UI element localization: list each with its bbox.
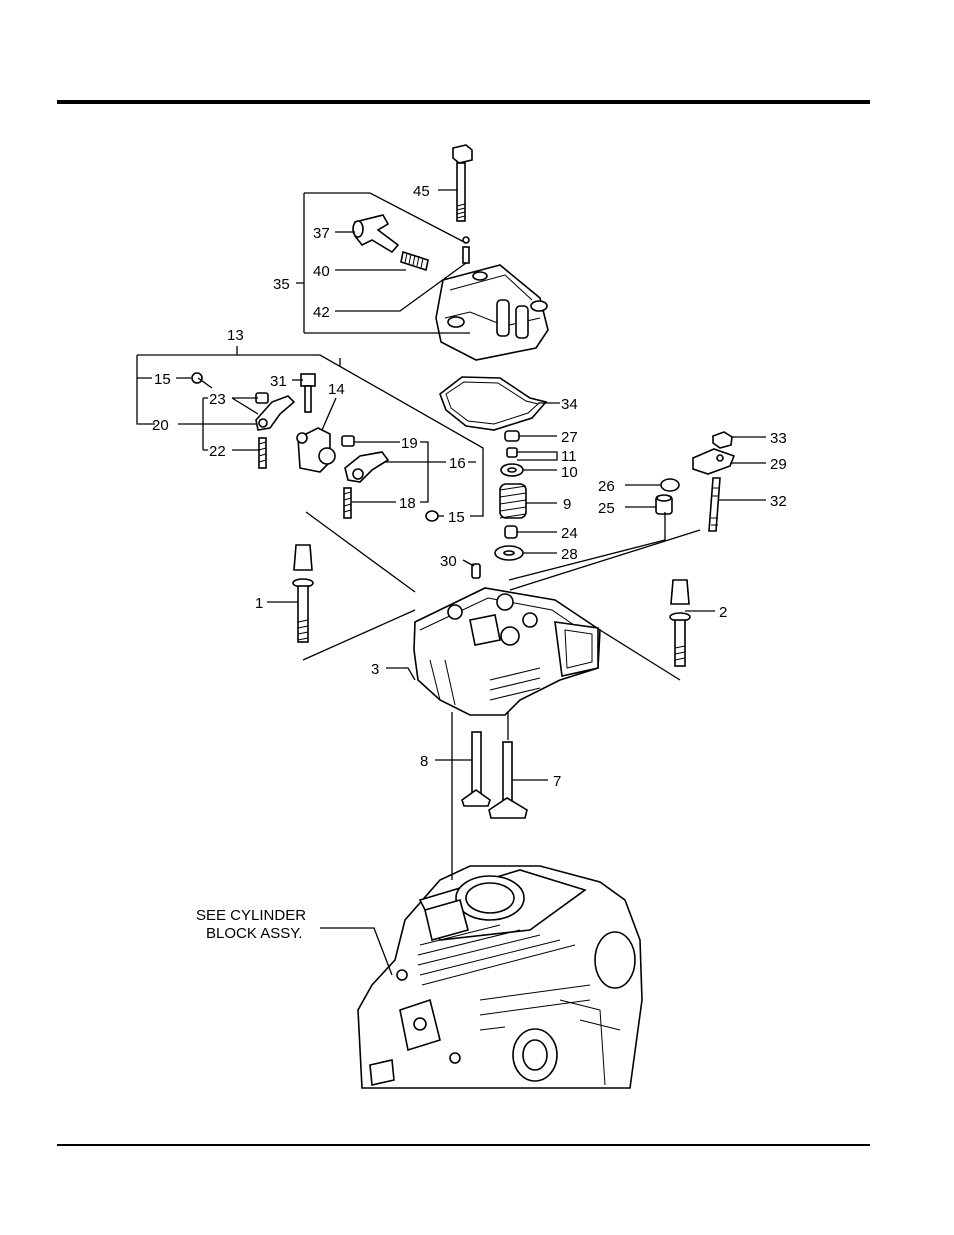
callout-3: 3 — [371, 661, 379, 678]
callout-14: 14 — [328, 381, 345, 398]
part-32-stud — [709, 478, 720, 531]
callout-35: 35 — [273, 276, 290, 293]
callout-32: 32 — [770, 493, 787, 510]
part-2-bolt — [670, 580, 690, 666]
callout-33: 33 — [770, 430, 787, 447]
callout-29: 29 — [770, 456, 787, 473]
callout-26: 26 — [598, 478, 615, 495]
callout-15-lower: 15 — [448, 509, 465, 526]
part-15-circlip-b — [426, 511, 438, 521]
callout-31: 31 — [270, 373, 287, 390]
part-26-cap — [661, 479, 679, 491]
callout-18: 18 — [399, 495, 416, 512]
part-25-guide — [656, 495, 672, 514]
part-18-adjust-screw — [344, 488, 351, 518]
callout-42: 42 — [313, 304, 330, 321]
part-16-rocker-arm — [345, 452, 388, 482]
callout-30: 30 — [440, 553, 457, 570]
part-29-plate — [693, 449, 734, 474]
callout-1: 1 — [255, 595, 263, 612]
cylinder-block — [358, 866, 642, 1088]
callout-24: 24 — [561, 525, 578, 542]
part-15-circlip-a — [192, 373, 202, 383]
callout-22: 22 — [209, 443, 226, 460]
callout-15-upper: 15 — [154, 371, 171, 388]
part-1-bolt — [293, 545, 313, 642]
callout-10: 10 — [561, 464, 578, 481]
part-19-nut — [342, 436, 354, 446]
part-33-nut — [713, 432, 732, 448]
callout-8: 8 — [420, 753, 428, 770]
callout-28: 28 — [561, 546, 578, 563]
callout-20: 20 — [152, 417, 169, 434]
part-42-pin — [463, 237, 469, 263]
part-27-cap — [505, 431, 519, 441]
part-22-adjust-screw — [259, 438, 266, 468]
part-45-bolt — [453, 145, 472, 221]
part-3-cylinder-head — [414, 588, 600, 715]
part-28-washer — [495, 546, 523, 560]
part-11-cotter — [507, 448, 517, 457]
callout-27: 27 — [561, 429, 578, 446]
part-14-rocker-support — [297, 428, 335, 472]
callout-19: 19 — [401, 435, 418, 452]
callout-23: 23 — [209, 391, 226, 408]
callout-7: 7 — [553, 773, 561, 790]
callout-11: 11 — [561, 448, 577, 465]
callout-13: 13 — [227, 327, 244, 344]
part-rocker-cover — [436, 265, 548, 360]
part-8-valve — [462, 732, 490, 806]
part-40-spring — [401, 252, 428, 270]
callout-25: 25 — [598, 500, 615, 517]
reference-note: SEE CYLINDER BLOCK ASSY. — [196, 907, 306, 942]
part-34-gasket — [440, 377, 546, 430]
note-line-2: BLOCK ASSY. — [206, 925, 302, 942]
callout-16: 16 — [449, 455, 466, 472]
callout-45: 45 — [413, 183, 430, 200]
part-10-retainer — [501, 464, 523, 476]
part-37-shaft — [353, 215, 398, 252]
part-9-valve-spring — [500, 484, 526, 518]
part-24-stem-seal — [505, 526, 517, 538]
callout-40: 40 — [313, 263, 330, 280]
callout-37: 37 — [313, 225, 330, 242]
note-line-1: SEE CYLINDER — [196, 907, 306, 924]
callout-34: 34 — [561, 396, 578, 413]
part-31-bolt — [301, 374, 315, 412]
callout-9: 9 — [563, 496, 571, 513]
callout-2: 2 — [719, 604, 727, 621]
